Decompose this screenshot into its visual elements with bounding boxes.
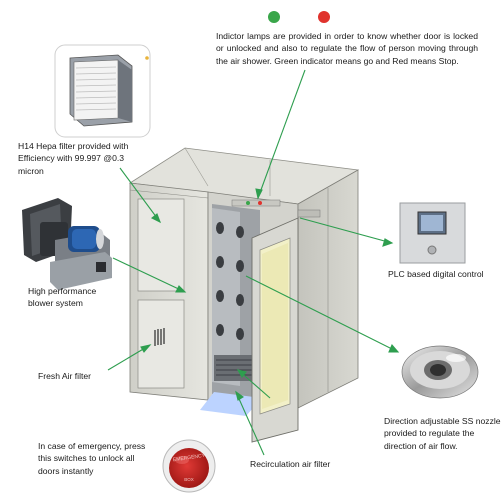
emergency-label-line1: In case of emergency, press	[38, 441, 146, 451]
hepa-filter-label-line3: micron	[18, 165, 44, 176]
leader-lines	[107, 69, 400, 456]
hepa-filter-label-line1: H14 Hepa filter provided with	[18, 141, 129, 151]
plc-label: PLC based digital control	[388, 269, 484, 279]
nozzle-label-line2: provided to regulate the	[384, 428, 475, 439]
nozzle-label-line1: Direction adjustable SS nozzle	[384, 416, 501, 426]
blower-label-line2: blower system	[28, 298, 83, 309]
emergency-label-line3: doors instantly	[38, 465, 94, 476]
nozzle-label: Direction adjustable SS nozzle provided …	[384, 415, 502, 452]
hepa-filter-label: H14 Hepa filter provided with Efficiency…	[18, 140, 178, 177]
indicator-lamps-label: Indictor lamps are provided in order to …	[216, 31, 478, 66]
air-shower-cabinet	[128, 147, 360, 443]
emergency-button-subtext: BOX	[184, 477, 194, 482]
fresh-air-filter-label: Fresh Air filter	[38, 371, 92, 381]
recirculation-filter-label: Recirculation air filter	[250, 459, 331, 469]
green-indicator-lamp	[268, 11, 280, 23]
blower-image	[22, 198, 112, 290]
emergency-label-line2: this switches to unlock all	[38, 453, 135, 464]
emergency-button-image	[162, 439, 216, 493]
blower-label-line1: High performance	[28, 286, 97, 296]
nozzle-image	[401, 345, 479, 399]
plc-panel-image	[399, 202, 466, 264]
hepa-filter-image	[54, 44, 151, 138]
blower-label: High performance blower system	[28, 285, 138, 310]
nozzle-label-line3: direction of air flow.	[384, 440, 458, 451]
emergency-label: In case of emergency, press this switche…	[38, 440, 168, 477]
red-indicator-lamp	[318, 11, 330, 23]
hepa-filter-label-line2: Efficiency with 99.997 @0.3	[18, 153, 125, 164]
